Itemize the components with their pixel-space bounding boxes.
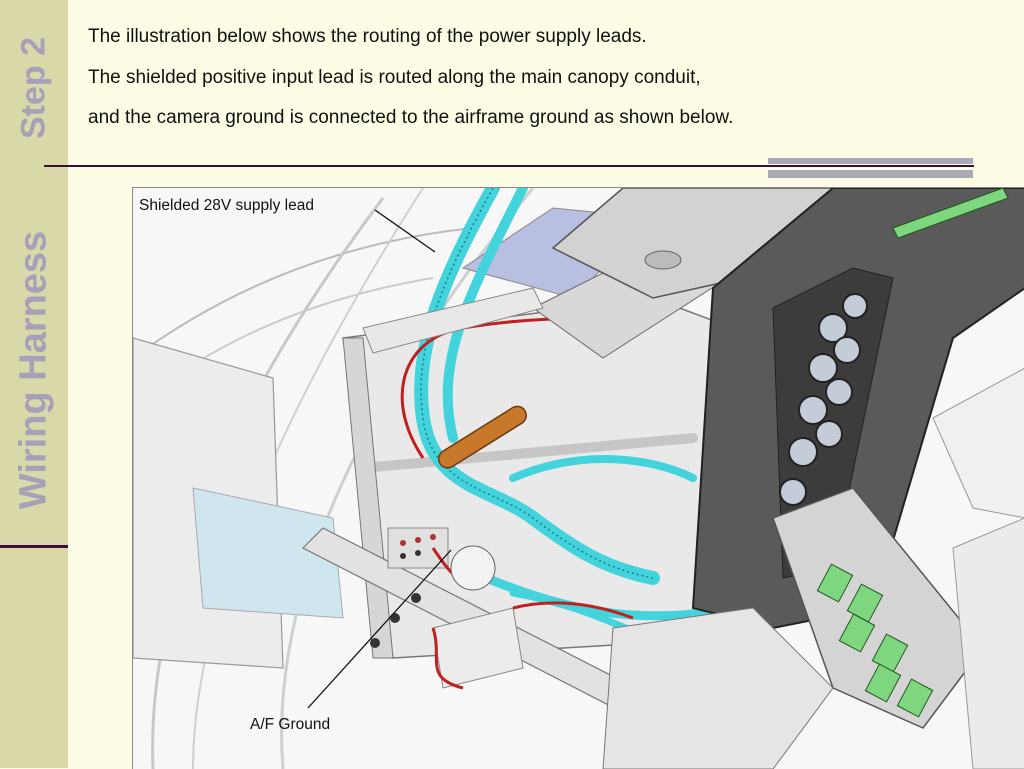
step-label: Step 2 — [14, 36, 53, 140]
callout-af-ground: A/F Ground — [250, 716, 331, 733]
accent-bar — [768, 170, 973, 178]
section-title: Wiring Harness — [12, 230, 55, 510]
header-rule — [44, 165, 974, 167]
wiring-illustration: Shielded 28V supply lead A/F Ground — [132, 187, 1024, 769]
supply-leader-line — [374, 209, 436, 253]
body-text-line: and the camera ground is connected to th… — [88, 107, 734, 128]
callout-supply-lead: Shielded 28V supply lead — [139, 197, 314, 214]
body-text-line: The illustration below shows the routing… — [88, 26, 647, 47]
body-text-line: The shielded positive input lead is rout… — [88, 67, 701, 88]
ground-leader-line — [307, 549, 452, 709]
cockpit-drawing — [133, 188, 1024, 769]
sidebar-divider — [0, 545, 68, 548]
accent-bar — [768, 158, 973, 164]
sidebar — [0, 0, 68, 768]
